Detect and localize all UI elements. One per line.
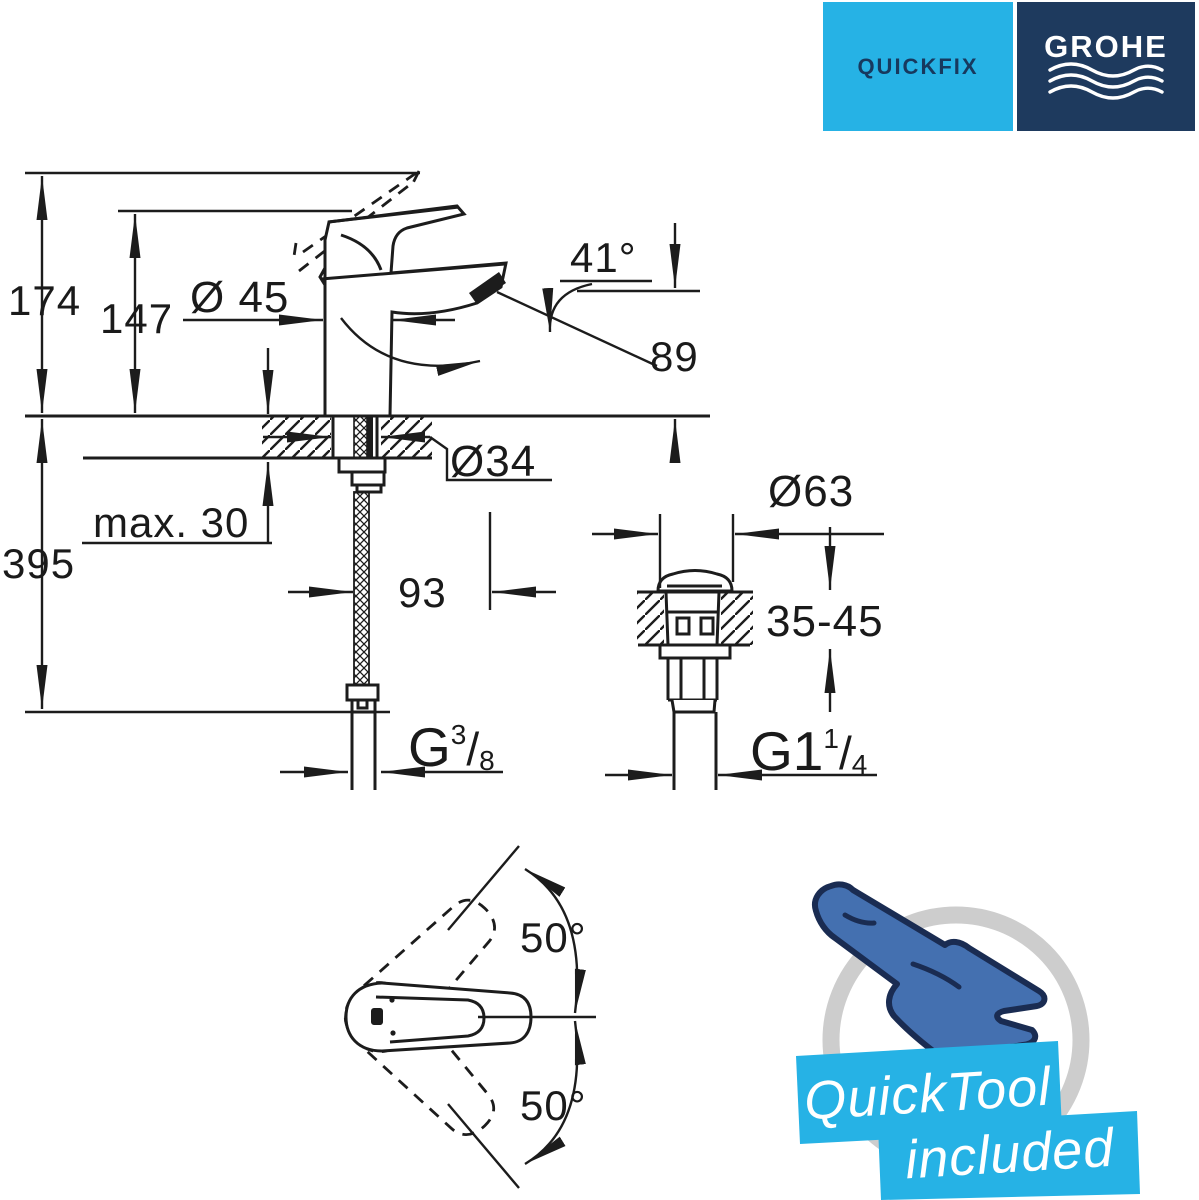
quickfix-label: QUICKFIX [857, 53, 979, 79]
dim-max30-label: max. 30 [93, 499, 249, 546]
dim-89-label: 89 [650, 333, 699, 380]
dim-35-45: 35-45 [766, 527, 884, 712]
dim-93: 93 [288, 512, 556, 616]
drain-locknut [666, 658, 719, 702]
dim-dia45-label: Ø 45 [190, 273, 289, 322]
grohe-label: GROHE [1044, 29, 1168, 64]
drain-locknut-flange [658, 643, 732, 660]
dim-147: 147 [100, 209, 352, 413]
dim-89: 89 [650, 223, 699, 463]
faucet-body [323, 204, 508, 418]
drain-step [670, 699, 717, 714]
dim-395-label: 395 [2, 540, 75, 587]
dim-g114-label: G11/4 [750, 720, 867, 782]
dim-g38-label: G3/8 [408, 716, 495, 778]
dim-dia63: Ø63 [592, 467, 884, 588]
quickfix-logo: QUICKFIX [823, 2, 1013, 131]
quicktool-badge: QuickTool included [796, 881, 1140, 1200]
swing-arc-lower [524, 1020, 586, 1166]
dim-dia63-label: Ø63 [768, 467, 854, 516]
badge-banner-1 [796, 1041, 1062, 1144]
basin-hatch-left [637, 592, 664, 645]
dim-50deg-lower-label: 50° [520, 1082, 587, 1129]
basin-hatch-right [721, 592, 753, 645]
lever-top-edge [327, 205, 460, 224]
aerator-face [469, 272, 506, 303]
swing-arc-upper [524, 867, 586, 1014]
body-notch [318, 267, 327, 286]
dim-395: 395 [2, 419, 390, 714]
drain-slot [675, 616, 691, 636]
dim-dia45: Ø 45 [183, 273, 455, 326]
dim-147-label: 147 [100, 295, 173, 342]
dim-g38: G3/8 [280, 716, 503, 778]
dim-174-label: 174 [8, 277, 81, 324]
dim-dia34-label: Ø34 [450, 437, 536, 486]
swivel-arc-arrow [340, 317, 481, 376]
supply-hose [345, 491, 380, 790]
drain-slot [699, 616, 715, 636]
mounting-deck-section [25, 414, 710, 494]
dim-50deg-upper-label: 50° [520, 914, 587, 961]
dim-41deg-label: 41° [570, 234, 637, 281]
cartridge-dome-line [340, 233, 383, 271]
drain-dome-cap [656, 569, 734, 593]
dim-93-label: 93 [398, 569, 447, 616]
dim-dia34: Ø34 [263, 431, 552, 486]
dim-max30: max. 30 [82, 348, 274, 546]
dim-g114: G11/4 [605, 720, 877, 782]
dim-35-45-label: 35-45 [766, 597, 884, 646]
dim-174: 174 [8, 171, 420, 413]
handle-top-view: 50° 50° [330, 845, 596, 1189]
swing-line-upper [447, 845, 520, 931]
shank-wall [367, 416, 373, 458]
brand-header: QUICKFIX GROHE [823, 2, 1195, 131]
hose-in-hole [353, 415, 368, 459]
faucet-side-view [291, 169, 508, 418]
grohe-waves-icon [1048, 62, 1164, 100]
mounting-flange [337, 456, 387, 474]
handle-logo-recess [371, 1008, 383, 1025]
spout-top-edge [320, 262, 506, 281]
hose-end-fitting [345, 683, 380, 702]
waste-drain-view [637, 569, 753, 790]
braided-hose [353, 491, 370, 686]
dim-41deg: 41° [496, 234, 700, 368]
grohe-logo: GROHE [1017, 2, 1195, 131]
badge-banner-2 [878, 1111, 1140, 1200]
badge-text-line2: included [903, 1118, 1116, 1191]
swing-line-lower [447, 1103, 520, 1189]
